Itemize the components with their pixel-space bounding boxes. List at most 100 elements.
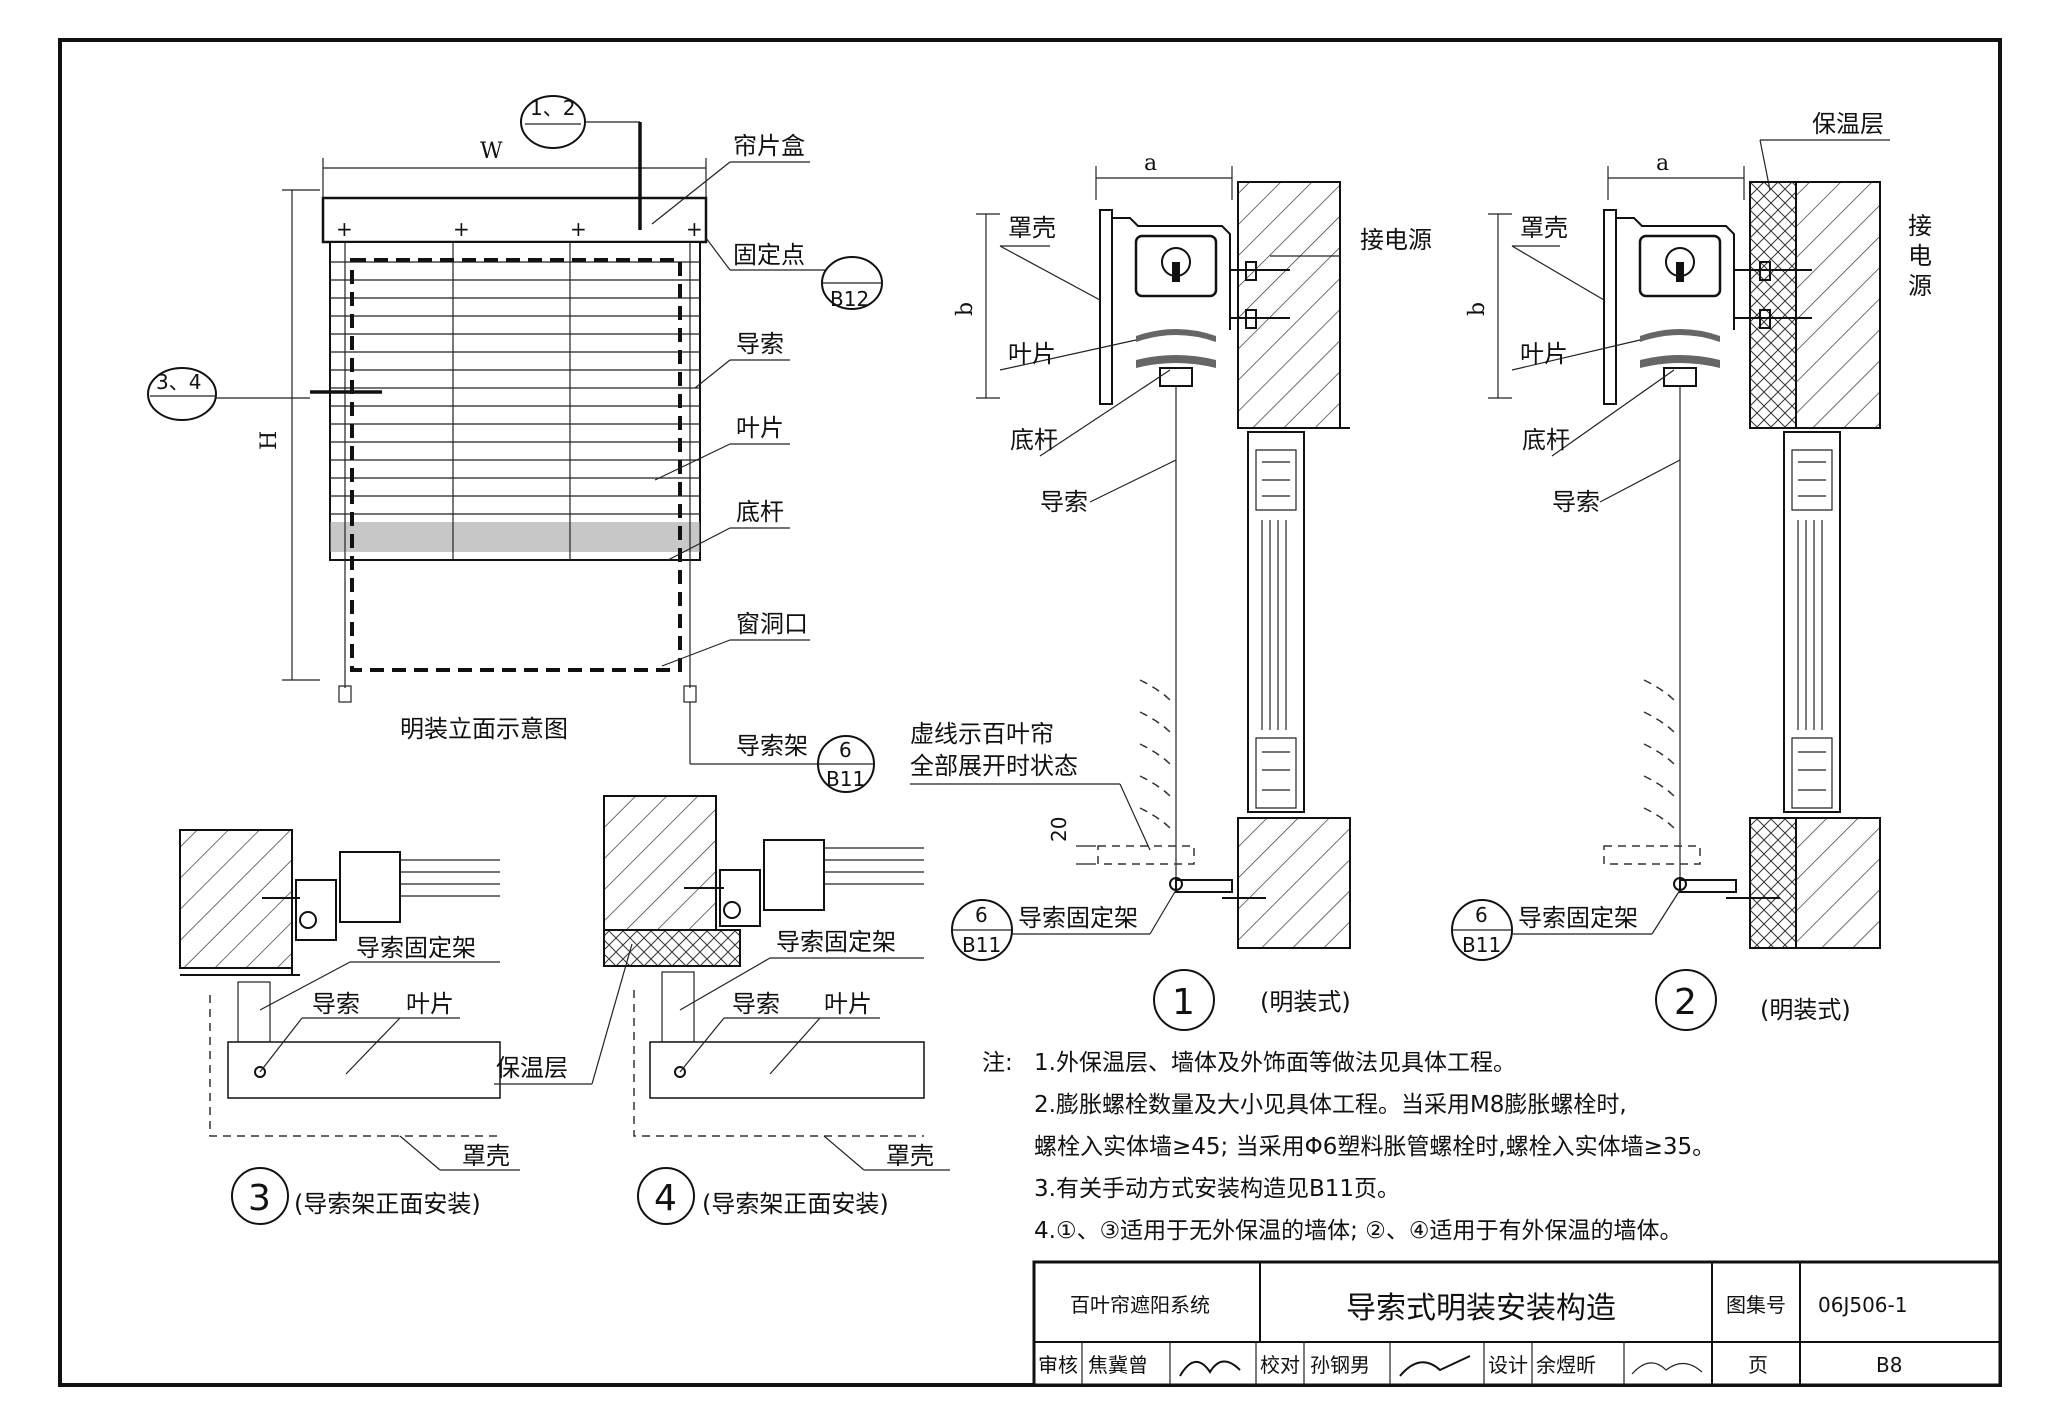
note-line-2: 2.膨胀螺栓数量及大小见具体工程。当采用M8膨胀螺栓时,	[1034, 1092, 1627, 1118]
s1-dashed-note-2: 全部展开时状态	[910, 752, 1078, 780]
s1-label-bottom-bar: 底杆	[1010, 426, 1058, 454]
window-opening	[350, 258, 682, 672]
tb-review-label: 审核	[1038, 1353, 1078, 1377]
note-line-3: 螺栓入实体墙≥45; 当采用Φ6塑料胀管螺栓时,螺栓入实体墙≥35。	[1034, 1134, 1715, 1160]
s3-label-slat: 叶片	[406, 990, 454, 1018]
s1-label-guide-cable: 导索	[1040, 488, 1088, 516]
s1-dim-a: a	[1144, 151, 1157, 176]
s2-wall-lower	[1795, 817, 1881, 949]
s2-label-bottom-bar: 底杆	[1522, 426, 1570, 454]
s2-fix-ref-num: 6	[1475, 903, 1488, 927]
label-bottom-bar: 底杆	[736, 498, 784, 526]
svg-text:+: +	[686, 217, 703, 241]
fix-point-ref-page: B12	[830, 287, 869, 311]
s1-dim-20: 20	[1047, 817, 1071, 842]
notes: 注: 1.外保温层、墙体及外饰面等做法见具体工程。 2.膨胀螺栓数量及大小见具体…	[982, 1050, 1715, 1244]
s3-label-guide-cable: 导索	[312, 990, 360, 1018]
tb-atlas-no: 06J506-1	[1818, 1293, 1907, 1317]
section-1: a b	[910, 151, 1432, 1031]
svg-text:+: +	[453, 217, 470, 241]
s4-number-circle	[637, 1167, 695, 1225]
tb-atlas-label: 图集号	[1726, 1293, 1786, 1317]
elevation-view: W H + + + +	[147, 95, 883, 793]
s4-number: 4	[654, 1178, 677, 1219]
s1-caption: (明装式)	[1260, 988, 1351, 1016]
dim-h-label: H	[257, 431, 282, 450]
s4-label-insulation: 保温层	[496, 1054, 568, 1082]
section-2: a b 保温层	[1451, 110, 1940, 1031]
s2-insulation-lower	[1749, 817, 1797, 949]
s1-label-power: 接电源	[1360, 226, 1432, 254]
s4-label-guide-cable: 导索	[732, 990, 780, 1018]
tb-designer: 余煜昕	[1536, 1353, 1596, 1377]
s1-wall-lower	[1237, 817, 1351, 949]
sheet-border	[58, 38, 2002, 1387]
s2-wall-upper	[1795, 181, 1881, 429]
elevation-caption: 明装立面示意图	[400, 715, 568, 743]
dim-w-label: W	[480, 139, 503, 164]
s1-fix-ref-num: 6	[975, 903, 988, 927]
tb-checker: 孙钢男	[1310, 1353, 1370, 1377]
s1-dim-b: b	[953, 302, 978, 316]
tb-title: 导索式明装安装构造	[1346, 1291, 1616, 1326]
tb-checker-signature	[1399, 1355, 1471, 1377]
blind-box	[321, 196, 708, 244]
svg-text:+: +	[336, 217, 353, 241]
slat-panel	[329, 241, 701, 561]
tb-reviewer-signature	[1179, 1360, 1241, 1377]
s1-label-housing: 罩壳	[1008, 214, 1056, 242]
s2-insulation-upper	[1749, 181, 1797, 429]
s2-dim-a: a	[1656, 151, 1669, 176]
bracket-ref-page: B11	[826, 767, 865, 791]
s2-label-power: 接 电 源	[1908, 212, 1940, 300]
bottom-bar	[330, 522, 700, 552]
s1-number-circle	[1153, 969, 1215, 1031]
tb-page-no: B8	[1876, 1353, 1902, 1377]
s3-number-circle	[231, 1167, 289, 1225]
tb-page-label: 页	[1748, 1353, 1768, 1377]
s3-number: 3	[248, 1178, 271, 1219]
s2-label-slat: 叶片	[1520, 340, 1568, 368]
tb-check-label: 校对	[1260, 1353, 1300, 1377]
s2-fix-ref-page: B11	[1462, 933, 1501, 957]
title-block: 百叶帘遮阳系统 导索式明装安装构造 图集号 06J506-1 审核 焦冀曾 校对…	[1032, 1260, 2002, 1387]
tb-system: 百叶帘遮阳系统	[1070, 1293, 1210, 1317]
label-guide-bracket: 导索架	[736, 732, 808, 760]
svg-text:+: +	[570, 217, 587, 241]
s4-label-housing: 罩壳	[886, 1142, 934, 1170]
s1-label-fix-bracket: 导索固定架	[1018, 904, 1138, 932]
callout-left-text: 3、4	[156, 370, 201, 394]
s2-label-housing: 罩壳	[1520, 214, 1568, 242]
s2-number: 2	[1674, 982, 1697, 1023]
note-line-5: 4.①、③适用于无外保温的墙体; ②、④适用于有外保温的墙体。	[1034, 1218, 1682, 1244]
s2-number-circle	[1655, 969, 1717, 1031]
s3-caption: (导索架正面安装)	[294, 1190, 481, 1218]
s4-label-fix-bracket: 导索固定架	[776, 928, 896, 956]
s1-fix-ref-page: B11	[962, 933, 1001, 957]
label-blind-box: 帘片盒	[733, 132, 805, 160]
s1-number: 1	[1172, 982, 1195, 1023]
label-guide-cable: 导索	[736, 330, 784, 358]
s2-label-guide-cable: 导索	[1552, 488, 1600, 516]
s1-dashed-note-1: 虚线示百叶帘	[910, 720, 1054, 748]
note-line-4: 3.有关手动方式安装构造见B11页。	[1034, 1176, 1400, 1202]
s2-caption: (明装式)	[1760, 996, 1851, 1024]
label-fix-point: 固定点	[733, 241, 805, 269]
label-slat: 叶片	[736, 414, 784, 442]
notes-prefix: 注:	[982, 1050, 1013, 1076]
s2-dim-b: b	[1465, 302, 1490, 316]
s3-label-housing: 罩壳	[462, 1142, 510, 1170]
callout-left	[147, 367, 217, 421]
s4-label-slat: 叶片	[824, 990, 872, 1018]
s4-insulation	[603, 929, 741, 967]
s1-wall-upper	[1237, 181, 1341, 429]
note-line-1: 1.外保温层、墙体及外饰面等做法见具体工程。	[1034, 1050, 1516, 1076]
callout-top-text: 1、2	[530, 96, 575, 120]
tb-design-label: 设计	[1488, 1353, 1528, 1377]
bracket-ref-num: 6	[839, 738, 852, 762]
s1-label-slat: 叶片	[1008, 340, 1056, 368]
s2-label-insulation: 保温层	[1812, 110, 1884, 138]
s2-label-fix-bracket: 导索固定架	[1518, 904, 1638, 932]
s4-caption: (导索架正面安装)	[702, 1190, 889, 1218]
